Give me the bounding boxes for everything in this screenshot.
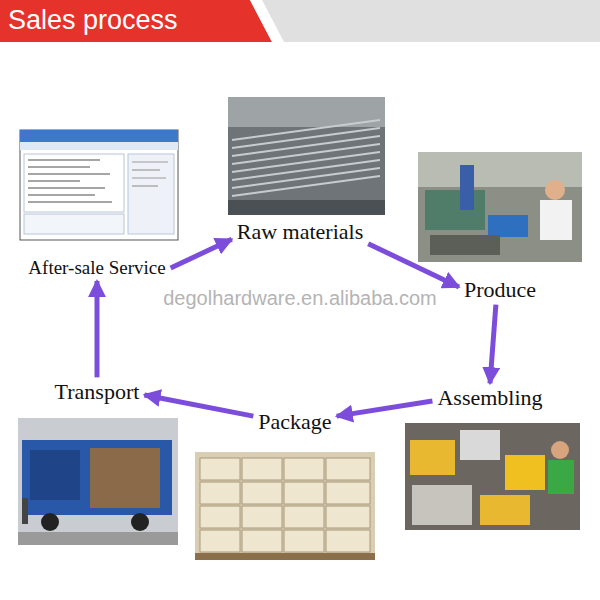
step-name: Transport bbox=[55, 379, 140, 404]
flow-arrow bbox=[490, 305, 496, 384]
truck-photo bbox=[18, 418, 178, 545]
chat-photo bbox=[20, 130, 178, 240]
factory-photo bbox=[418, 152, 582, 262]
flow-arrow bbox=[94, 281, 99, 377]
flow-arrow bbox=[368, 244, 459, 287]
banner-red bbox=[0, 0, 272, 42]
page-title: Sales process bbox=[8, 4, 178, 36]
step-caption: Package bbox=[253, 407, 336, 436]
step-caption: Assembling bbox=[432, 383, 547, 412]
flow-arrow bbox=[337, 401, 433, 416]
step-name: Assembling bbox=[437, 385, 542, 410]
step-caption: After-sale Service bbox=[23, 255, 170, 281]
step-name: Produce bbox=[464, 277, 536, 302]
step-caption: Transport bbox=[50, 377, 145, 406]
carton-photo bbox=[195, 452, 375, 560]
banner-stripe bbox=[250, 0, 284, 42]
banner-band bbox=[0, 0, 600, 42]
assembly-photo bbox=[405, 423, 580, 530]
flow-arrow bbox=[144, 395, 253, 416]
step-name: After-sale Service bbox=[28, 257, 165, 279]
step-caption: Raw materials bbox=[232, 217, 368, 246]
step-name: Package bbox=[258, 409, 331, 434]
steel-photo bbox=[228, 97, 385, 215]
watermark: degolhardware.en.alibaba.com bbox=[163, 286, 437, 310]
flow-arrow bbox=[171, 239, 232, 268]
step-caption: Produce bbox=[459, 275, 541, 304]
step-name: Raw materials bbox=[237, 219, 363, 244]
